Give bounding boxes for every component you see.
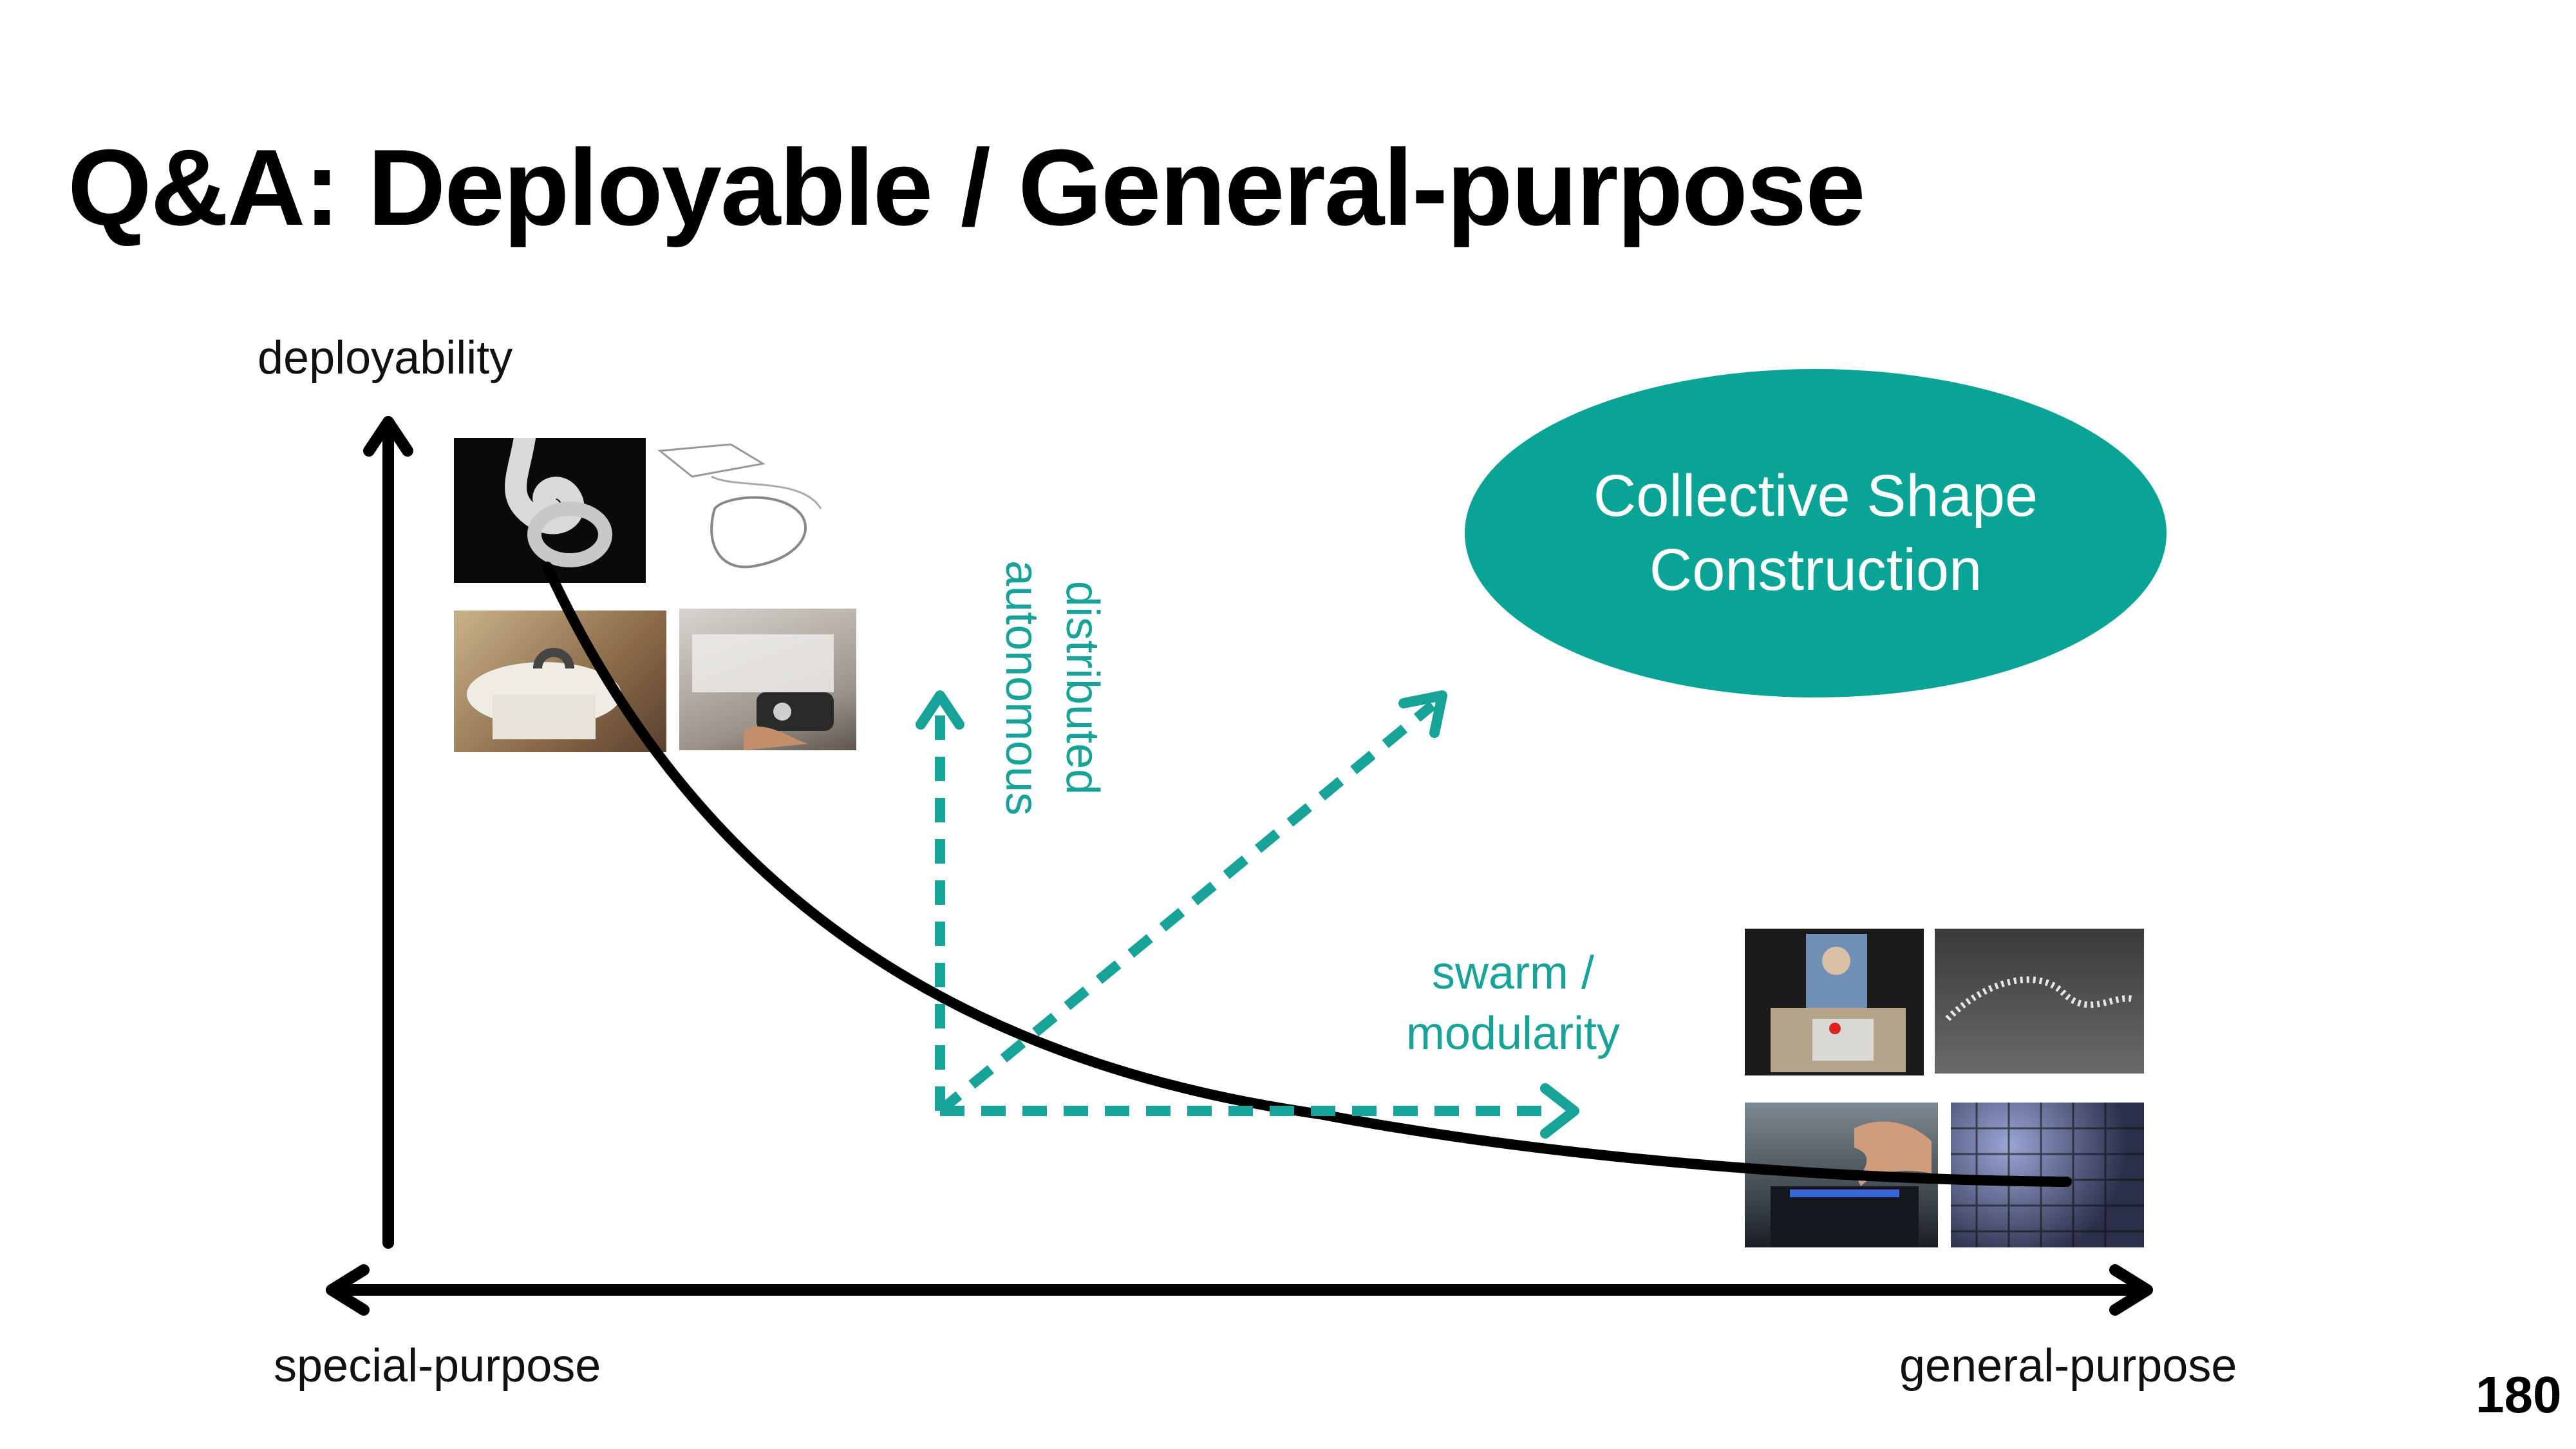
bubble-line-2: Construction (1649, 537, 1982, 603)
arrow-swarm-head (1540, 1083, 1579, 1139)
tradeoff-curve (542, 562, 2072, 1187)
photo-sink (454, 611, 666, 752)
x-axis-left-arrowhead (326, 1264, 370, 1316)
collective-shape-construction-bubble: Collective Shape Construction (1465, 369, 2167, 697)
arrow-diagonal-head (1398, 690, 1447, 738)
bubble-line-1: Collective Shape (1593, 463, 2038, 529)
x-axis-right-arrowhead (2109, 1264, 2153, 1316)
inform-display-illustration (1771, 934, 1906, 1072)
handheld-device-illustration (692, 634, 834, 750)
sketch-mouse-keyboard (653, 438, 860, 583)
page-number: 180 (2476, 1366, 2562, 1423)
spiral-tube-illustration (505, 438, 612, 567)
mouse-sketch-illustration (657, 443, 822, 569)
kinetic-sculpture-illustration (1945, 976, 2136, 1021)
y-axis-arrowhead (363, 416, 413, 457)
swarm-line: swarm / (1432, 947, 1594, 999)
x-axis-left-label: special-purpose (274, 1340, 601, 1392)
arrow-diagonal-shaft (936, 701, 1436, 1115)
photo-inform-display (1745, 929, 1924, 1075)
photo-spiral-tube (454, 438, 646, 583)
autonomous-line: autonomous (996, 560, 1048, 816)
modularity-line: modularity (1406, 1007, 1621, 1059)
sink-illustration (467, 648, 621, 739)
arrow-distributed-head (916, 690, 964, 730)
distributed-autonomous-label: distributed autonomous (992, 560, 1112, 815)
finger-touch-illustration (1771, 1121, 1932, 1247)
x-axis-right-label: general-purpose (1899, 1340, 2237, 1392)
photo-tiled-wall (1951, 1103, 2144, 1247)
distributed-line: distributed (1057, 581, 1109, 795)
y-axis-label: deployability (258, 332, 513, 384)
swarm-modularity-label: swarm / modularity (1378, 943, 1648, 1064)
slide-title: Q&A: Deployable / General-purpose (68, 127, 1866, 248)
photo-kinetic-sculpture (1935, 929, 2144, 1074)
photo-handheld-device (679, 609, 856, 750)
